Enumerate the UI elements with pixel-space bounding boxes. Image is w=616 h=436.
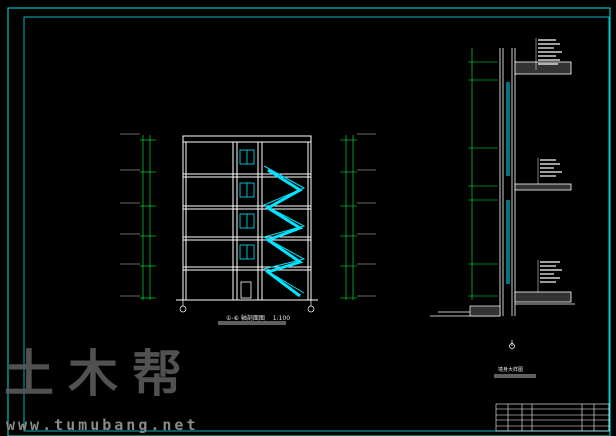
left-dimension-chain <box>140 135 156 300</box>
section-windows <box>239 149 255 299</box>
watermark-url: www.tumubang.net <box>6 416 199 434</box>
title-block <box>495 403 610 432</box>
section-title-underline <box>218 321 286 325</box>
wall-lines <box>499 48 516 349</box>
detail-title-underline <box>494 374 536 378</box>
section-title-text: 轴剖面图 <box>240 315 265 322</box>
left-level-marks <box>120 133 140 297</box>
section-axes-label: ①-⑥ <box>226 315 239 322</box>
floor-slabs <box>514 61 572 303</box>
leader-lines <box>535 38 539 292</box>
building-outline <box>176 135 318 301</box>
axis-bubbles <box>179 300 315 313</box>
wall-detail <box>430 38 575 378</box>
building-section <box>120 133 376 325</box>
section-scale-text: 1:100 <box>272 315 291 322</box>
watermark-char-1: 土 <box>4 345 54 403</box>
inner-frame <box>23 16 610 432</box>
watermark-char-2: 木 <box>68 345 118 403</box>
section-title: ①-⑥ 轴剖面图 1:100 <box>226 313 290 322</box>
wall-level-marks <box>468 48 498 300</box>
ground-line <box>430 303 575 317</box>
detail-title: 墙身大样图 <box>498 367 524 373</box>
right-level-marks <box>357 133 376 297</box>
watermark-char-3: 帮 <box>132 345 182 403</box>
right-dimension-chain <box>340 135 357 300</box>
watermark-logo: 土 木 帮 <box>2 346 198 402</box>
stair-flights <box>264 168 304 298</box>
wall-windows <box>506 82 510 284</box>
stair-rails <box>262 165 306 294</box>
outer-frame <box>7 7 611 436</box>
annotation-notes <box>538 39 562 283</box>
